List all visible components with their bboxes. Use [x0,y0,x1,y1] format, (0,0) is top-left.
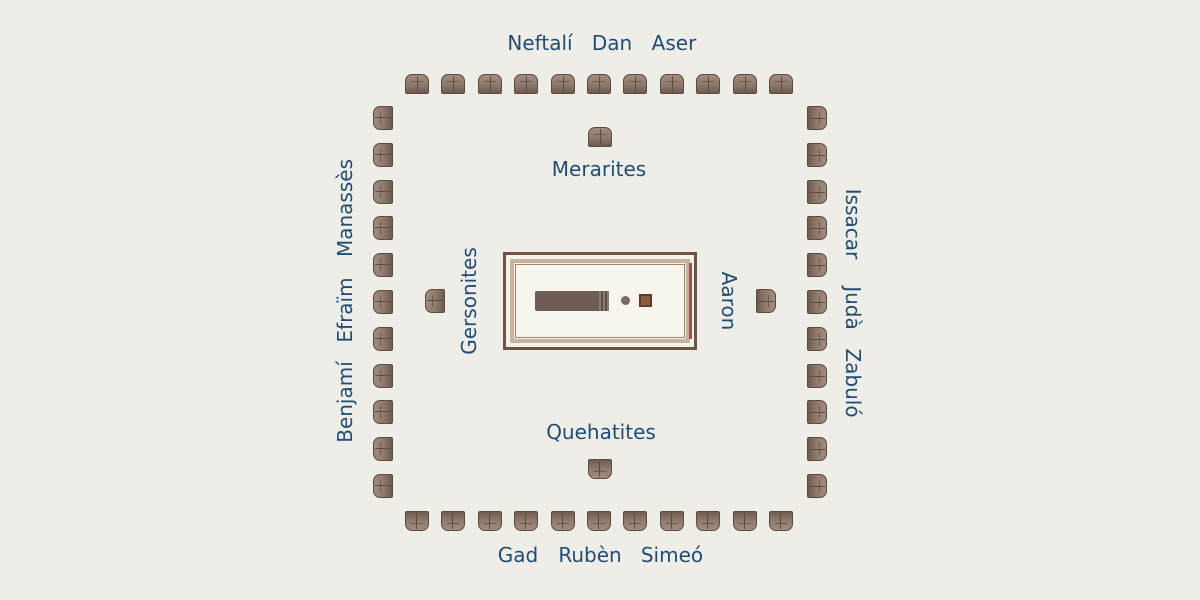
tribe-label-juda: Judà [841,286,865,330]
tribe-label-efraim: Efraïm [333,277,357,343]
tribe-label-aser: Aser [651,31,697,55]
levite-label-aaron: Aaron [717,271,741,331]
tent-icon [807,216,827,241]
tent-icon [586,511,611,531]
tent-icon [477,511,502,531]
levite-label-quehatites: Quehatites [546,420,656,444]
tent-icon [373,289,393,314]
tribe-label-simeo: Simeó [640,543,704,567]
tent-row-north [405,74,793,94]
tent-icon [373,142,393,167]
tribe-label-issacar: Issacar [841,188,865,260]
courtyard-gate [689,263,692,339]
tribe-label-gad: Gad [497,543,539,567]
tent-icon [373,326,393,351]
tent-icon [696,74,721,94]
tent-icon [768,74,793,94]
tent-icon [477,74,502,94]
tent-icon [807,106,827,130]
tent-icon [807,289,827,314]
tent-row-west [371,106,395,498]
altar-icon [639,294,652,307]
tent-icon [373,106,393,130]
tent-icon [373,437,393,462]
tent-icon [623,74,648,94]
tent-icon [588,459,612,479]
sanctuary-tent-icon [535,291,609,311]
tent-icon [425,289,445,313]
tent-icon [732,74,757,94]
tent-icon [373,473,393,498]
tribe-label-zabulo: Zabuló [841,348,865,418]
tent-row-south [405,511,793,531]
tent-icon [373,179,393,204]
tent-icon [373,253,393,278]
tribe-label-dan: Dan [591,31,633,55]
tent-icon [807,326,827,351]
tent-icon [373,400,393,425]
tent-icon [514,74,539,94]
tent-icon [373,363,393,388]
tent-icon [588,127,612,147]
laver-icon [621,296,630,305]
tent-icon [807,400,827,425]
tent-icon [807,473,827,498]
tent-icon [807,363,827,388]
tent-icon [586,74,611,94]
tribe-label-neftali: Neftalí [507,31,573,55]
tent-icon [756,289,776,313]
tribe-label-benjami: Benjamí [333,361,357,443]
tent-icon [441,511,466,531]
tent-icon [550,74,575,94]
tent-icon [807,437,827,462]
tent-icon [659,74,684,94]
tent-icon [807,142,827,167]
tent-icon [807,179,827,204]
levite-label-gersonites: Gersonites [457,247,481,355]
tribe-label-manasses: Manassès [333,158,357,258]
tent-icon [373,216,393,241]
levite-label-merarites: Merarites [551,157,647,181]
tent-icon [732,511,757,531]
tent-icon [514,511,539,531]
tribe-label-ruben: Rubèn [558,543,622,567]
tent-icon [623,511,648,531]
tent-icon [405,74,429,94]
tent-icon [550,511,575,531]
tent-icon [807,253,827,278]
tent-icon [659,511,684,531]
tent-icon [441,74,466,94]
tent-row-east [805,106,829,498]
tent-icon [768,511,793,531]
tent-icon [696,511,721,531]
tent-icon [405,511,429,531]
